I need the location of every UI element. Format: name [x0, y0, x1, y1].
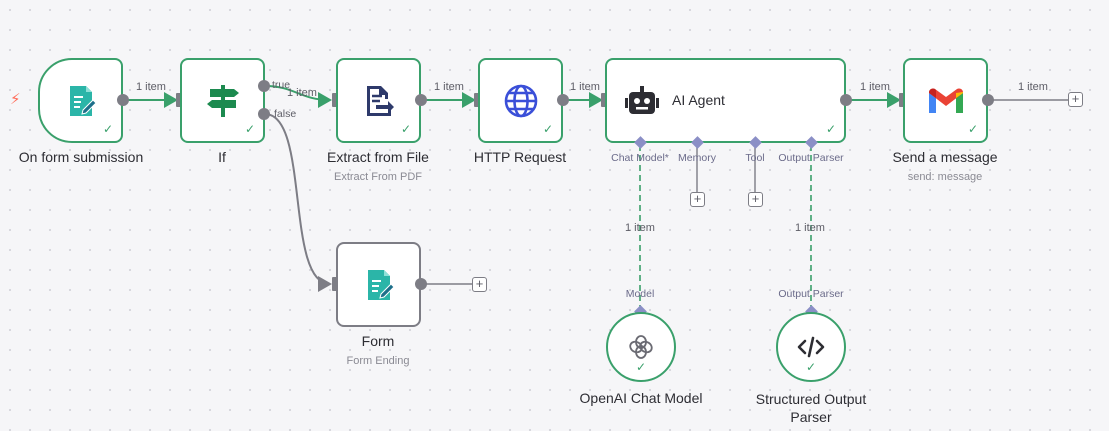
node-extract-from-file[interactable]: ✓: [336, 58, 421, 143]
node-title: HTTP Request: [473, 149, 567, 165]
node-title: AI Agent: [672, 92, 725, 108]
port-label-output-parser: Output Parser: [778, 288, 844, 300]
output-port-true[interactable]: [258, 80, 270, 92]
input-port[interactable]: [332, 93, 338, 107]
branch-label-false: false: [274, 108, 297, 120]
success-check-icon: ✓: [805, 360, 817, 374]
add-node-button[interactable]: +: [1068, 92, 1083, 107]
success-check-icon: ✓: [635, 360, 647, 374]
connection-label: 1 item: [287, 87, 317, 99]
port-label-output-parser: Output Parser: [778, 152, 844, 164]
input-port[interactable]: [332, 277, 338, 291]
connection-label: 1 item: [625, 222, 655, 234]
success-check-icon: ✓: [967, 122, 978, 136]
node-title: OpenAI Chat Model: [579, 390, 703, 406]
trigger-lightning-icon: ⚡: [10, 91, 21, 108]
node-http-request[interactable]: ✓: [478, 58, 563, 143]
node-if[interactable]: ✓: [180, 58, 265, 143]
wire-if-false-form: [264, 113, 332, 292]
output-port[interactable]: [557, 94, 569, 106]
node-title: Send a message: [892, 149, 998, 165]
node-title: Form: [361, 333, 395, 349]
add-node-button[interactable]: +: [472, 277, 487, 292]
connection-label: 1 item: [1018, 81, 1048, 93]
output-port[interactable]: [840, 94, 852, 106]
port-label-model: Model: [625, 288, 655, 300]
connection-label: 1 item: [860, 81, 890, 93]
code-icon: [797, 336, 825, 358]
node-subtitle: Form Ending: [346, 355, 410, 367]
input-port[interactable]: [601, 93, 607, 107]
input-port[interactable]: [474, 93, 480, 107]
gmail-icon: [927, 87, 965, 115]
connection-label: 1 item: [434, 81, 464, 93]
node-subtitle: Extract From PDF: [333, 171, 423, 183]
success-check-icon: ✓: [542, 122, 553, 136]
node-on-form-submission[interactable]: ✓: [38, 58, 123, 143]
port-label-tool: Tool: [745, 152, 765, 164]
output-port[interactable]: [982, 94, 994, 106]
output-port-false[interactable]: [258, 108, 270, 120]
input-port[interactable]: [176, 93, 182, 107]
form-icon: [63, 83, 99, 119]
output-port[interactable]: [415, 94, 427, 106]
globe-icon: [503, 83, 539, 119]
node-send-a-message[interactable]: ✓: [903, 58, 988, 143]
node-openai-chat-model[interactable]: ✓: [606, 312, 676, 382]
node-structured-output-parser[interactable]: ✓: [776, 312, 846, 382]
success-check-icon: ✓: [825, 122, 836, 136]
add-tool-button[interactable]: +: [748, 192, 763, 207]
form-icon: [361, 267, 397, 303]
output-port[interactable]: [117, 94, 129, 106]
node-title: If: [218, 149, 226, 165]
signpost-icon: [204, 83, 242, 119]
connection-label: 1 item: [795, 222, 825, 234]
node-subtitle: send: message: [907, 171, 983, 183]
node-title: Extract from File: [327, 149, 429, 165]
input-port[interactable]: [899, 93, 905, 107]
success-check-icon: ✓: [244, 122, 255, 136]
branch-label-true: true: [272, 79, 291, 91]
node-title: Structured Output Parser: [755, 391, 867, 425]
openai-icon: [627, 333, 655, 361]
output-port[interactable]: [415, 278, 427, 290]
connection-label: 1 item: [570, 81, 600, 93]
success-check-icon: ✓: [400, 122, 411, 136]
success-check-icon: ✓: [102, 122, 113, 136]
node-title: On form submission: [18, 149, 144, 165]
file-export-icon: [362, 84, 396, 118]
node-form[interactable]: [336, 242, 421, 327]
robot-icon: [625, 86, 659, 123]
port-label-memory: Memory: [678, 152, 716, 164]
connection-label: 1 item: [136, 81, 166, 93]
add-memory-button[interactable]: +: [690, 192, 705, 207]
node-ai-agent[interactable]: ✓: [605, 58, 846, 143]
port-label-chat-model: Chat Model*: [611, 152, 669, 164]
